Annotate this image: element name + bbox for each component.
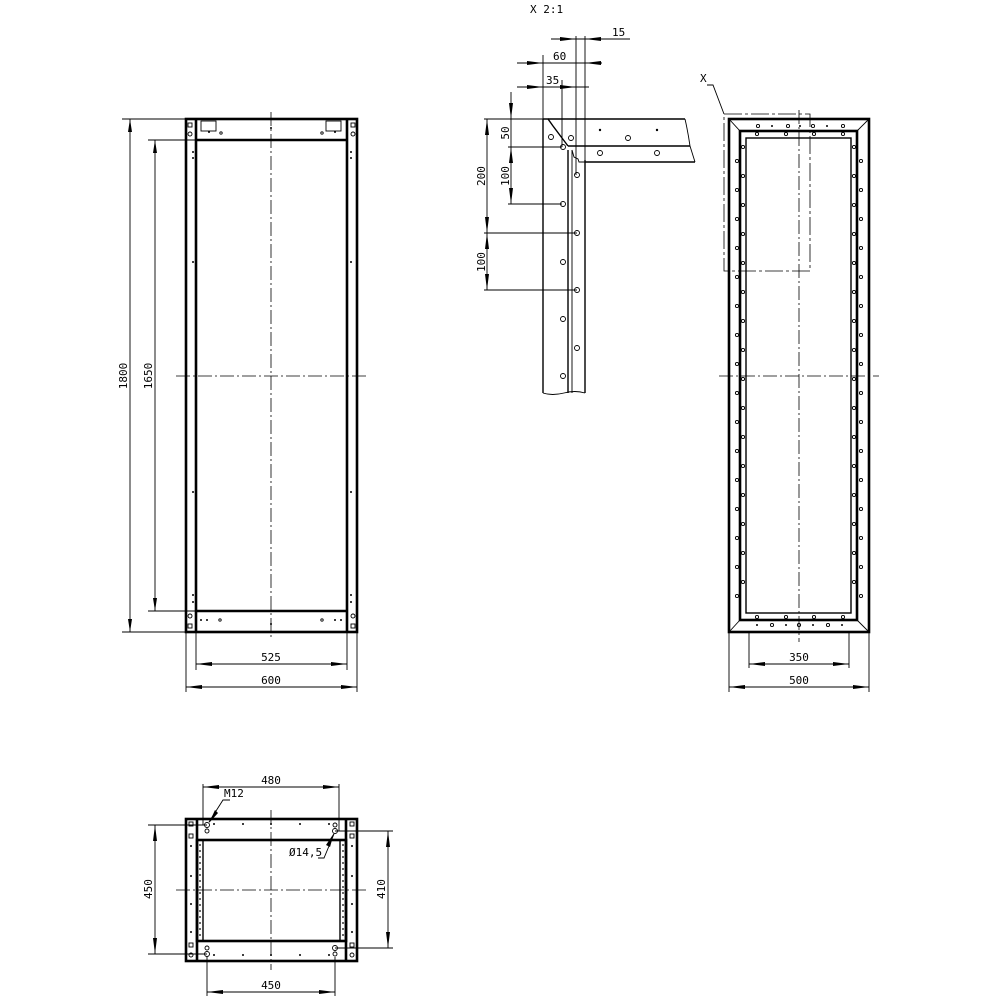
dim-overall-height: 1800 [117,363,130,390]
dim-side-inner-width: 350 [789,651,809,664]
dim-detail-200: 200 [475,166,488,186]
dim-inner-height: 1650 [142,363,155,390]
dim-detail-35: 35 [546,74,559,87]
front-outer-frame [184,117,359,634]
detail-title: X 2:1 [530,3,563,16]
front-view: 1800 1650 525 600 [117,112,367,692]
dim-plan-left-depth: 450 [142,879,155,899]
callout-hole-diameter: Ø14,5 [289,846,322,859]
callout-m12: M12 [224,787,244,800]
dim-plan-right-depth: 410 [375,879,388,899]
side-view-holes [734,123,864,628]
side-view: X 350 500 [700,72,879,692]
plan-rack-holes [188,821,355,958]
detail-marker: X [700,72,707,85]
plan-view: 480 M12 Ø14,5 450 450 410 [142,774,393,996]
dim-detail-60: 60 [553,50,566,63]
dim-side-overall-width: 500 [789,674,809,687]
dim-overall-width: 600 [261,674,281,687]
dim-detail-100-upper: 100 [499,166,512,186]
dim-inner-width: 525 [261,651,281,664]
detail-view: X 2:1 [475,3,696,395]
dim-detail-100-lower: 100 [475,252,488,272]
dim-detail-15: 15 [612,26,625,39]
dim-detail-50: 50 [499,126,512,139]
dim-plan-top-width: 480 [261,774,281,787]
dim-plan-bottom-width: 450 [261,979,281,992]
detail-x-region [723,113,811,272]
